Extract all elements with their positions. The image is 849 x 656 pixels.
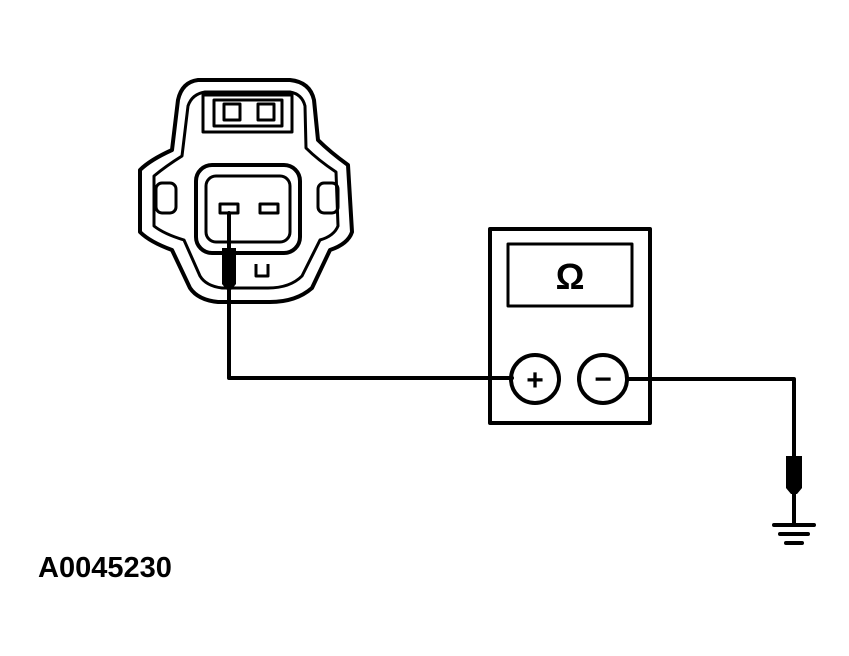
connector-right-latch: [316, 181, 340, 215]
ground-symbol: [772, 523, 816, 545]
connector-left-latch: [154, 181, 178, 215]
figure-id-label: A0045230: [38, 552, 172, 584]
negative-test-lead: [625, 377, 802, 527]
positive-test-probe: [222, 211, 514, 380]
positive-lead-wire: [227, 286, 514, 380]
ohmmeter-body: [488, 227, 652, 425]
probe-tip: [222, 248, 236, 290]
connector-key: [254, 264, 270, 278]
connector-lock-slot-left: [222, 102, 242, 122]
negative-terminal-label: −: [594, 363, 612, 396]
connector-pin-2: [258, 202, 280, 215]
connector-lock-tab: [201, 93, 294, 134]
connector-inner-shell: [152, 90, 340, 290]
connector-terminal-cavity: [204, 174, 292, 244]
negative-lead-wire: [625, 377, 796, 462]
ohm-symbol: Ω: [556, 256, 585, 297]
connector-terminal-housing: [194, 163, 302, 255]
connector-lock-tab-inner: [212, 98, 284, 128]
ohmmeter-display: [506, 242, 634, 308]
electrical-connector: [138, 78, 354, 304]
ohmmeter: Ω + −: [488, 227, 652, 425]
connector-lock-slot-right: [256, 102, 276, 122]
connector-outer-shell: [138, 78, 354, 304]
positive-terminal: [509, 353, 561, 405]
negative-probe-tip: [786, 456, 802, 494]
positive-terminal-label: +: [526, 364, 544, 397]
